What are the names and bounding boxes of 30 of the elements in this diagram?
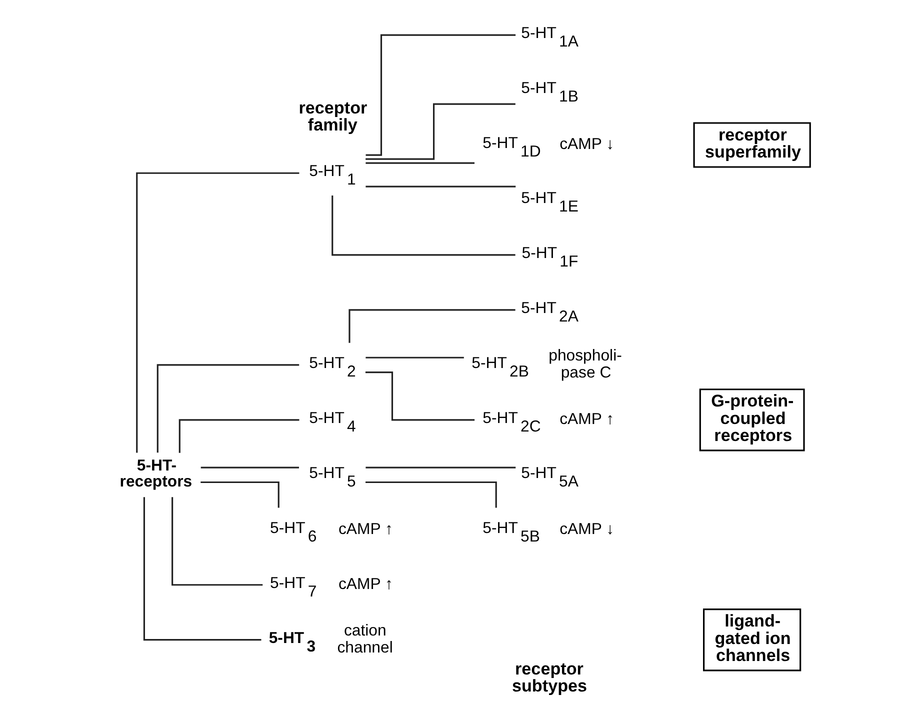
node-label: cAMP ↓ xyxy=(559,521,614,538)
connector xyxy=(142,497,261,641)
node-label: cAMP ↑ xyxy=(338,576,392,594)
node-label: cAMP ↑ xyxy=(559,411,614,428)
node-text: 5-HT- receptors xyxy=(119,458,192,490)
connector xyxy=(178,419,299,453)
label: receptor subtypes xyxy=(511,659,587,696)
connector xyxy=(171,497,262,586)
connector xyxy=(200,481,279,508)
node-label: cAMP ↑ xyxy=(338,521,392,538)
connector xyxy=(365,466,516,468)
connector xyxy=(136,172,299,453)
connector xyxy=(365,34,516,156)
node-box: receptor superfamily xyxy=(692,122,810,168)
connector xyxy=(364,371,474,421)
node-label: cAMP ↓ xyxy=(559,136,614,154)
connector xyxy=(331,195,515,256)
connector xyxy=(365,162,474,164)
connector xyxy=(156,364,299,453)
connector xyxy=(348,309,515,343)
node-box: G-protein- coupled receptors xyxy=(698,388,804,452)
node-box: ligand- gated ion channels xyxy=(702,608,801,672)
node-label: cation channel xyxy=(336,622,392,657)
connector xyxy=(365,186,516,188)
connector xyxy=(365,481,496,508)
connector xyxy=(200,466,298,468)
label: receptor family xyxy=(298,98,367,135)
connector xyxy=(365,356,464,358)
node-label: phospholi- pase C xyxy=(548,348,622,382)
connector xyxy=(365,103,515,160)
